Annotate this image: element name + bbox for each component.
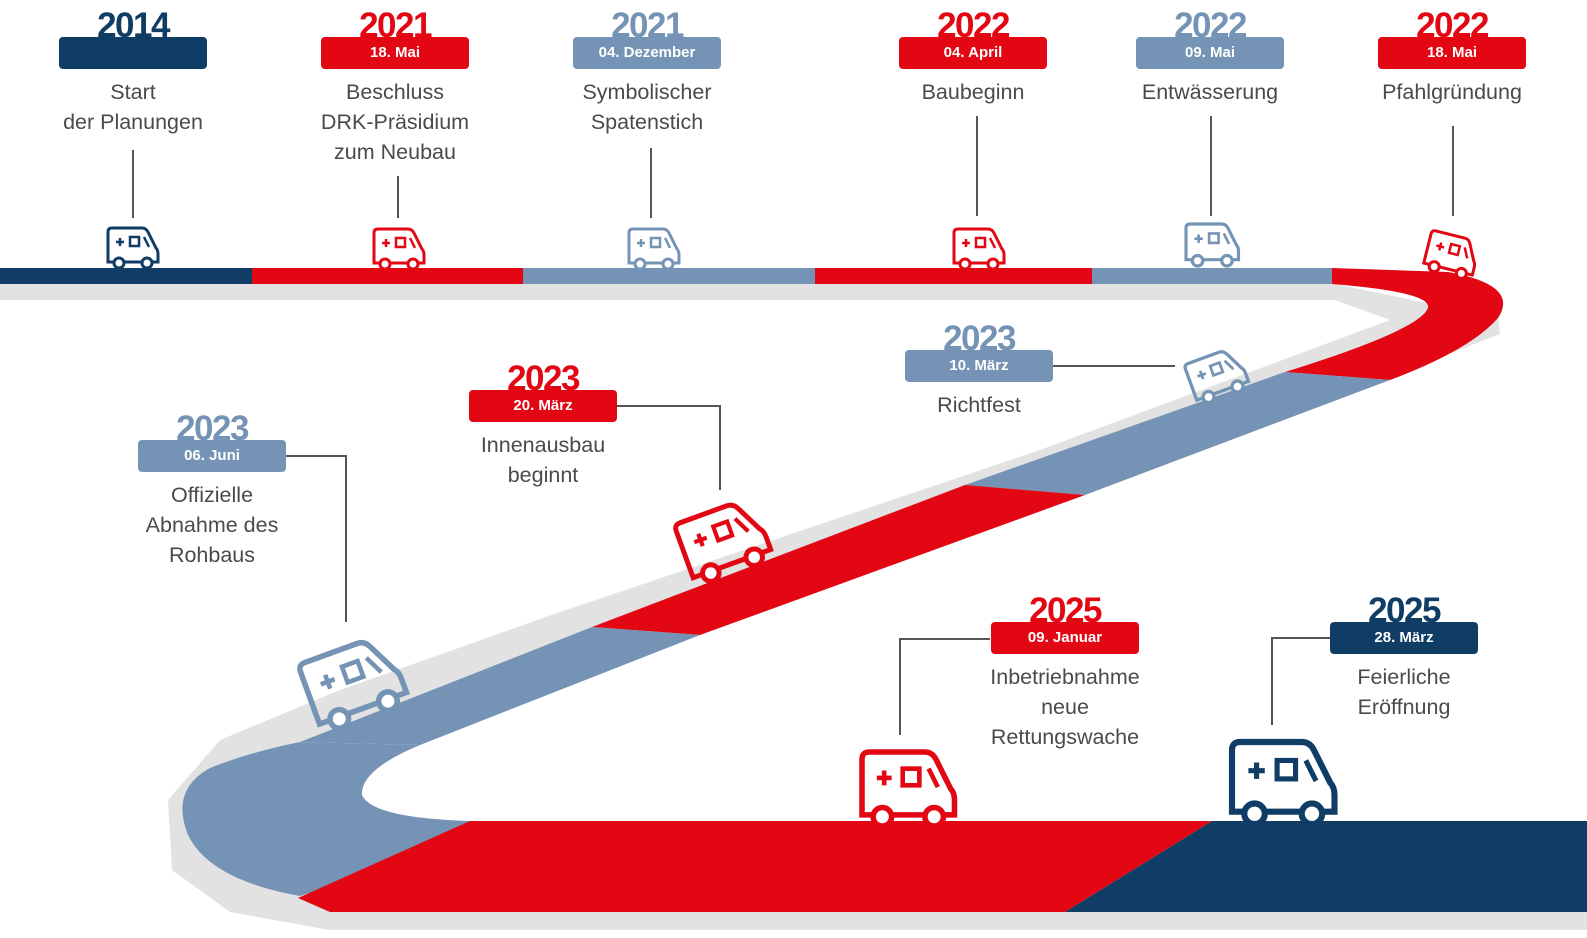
ambulance-icon xyxy=(952,227,1006,271)
road-bottom xyxy=(298,821,1587,912)
description-line: Pfahlgründung xyxy=(1382,80,1522,104)
milestone-date: 18. Mai xyxy=(321,37,469,69)
milestone-date: 28. März xyxy=(1330,622,1478,654)
road-segment xyxy=(1092,268,1332,284)
description-line: zum Neubau xyxy=(334,140,456,164)
road-diagonal xyxy=(300,372,1390,745)
description-line: DRK-Präsidium xyxy=(320,110,470,134)
milestone-date: 09. Mai xyxy=(1136,37,1284,69)
milestone-description: Baubeginn xyxy=(859,77,1087,107)
description-line: der Planungen xyxy=(63,110,203,134)
ambulance-icon xyxy=(862,752,955,826)
road-segment xyxy=(523,268,815,284)
ambulance-icon xyxy=(106,226,160,270)
description-line: Richtfest xyxy=(937,393,1021,417)
milestone-date: 09. Januar xyxy=(991,622,1139,654)
road-segment xyxy=(592,485,1085,635)
milestone-year: 2014 xyxy=(97,6,170,45)
ambulance-icon xyxy=(1232,742,1335,824)
connector-line xyxy=(284,455,347,622)
connector-line xyxy=(615,405,721,490)
description-line: Beschluss xyxy=(346,80,444,104)
description-line: Rohbaus xyxy=(168,543,256,567)
milestone-date: 04. April xyxy=(899,37,1047,69)
milestone-description: Richtfest xyxy=(865,390,1093,420)
milestone-date: 06. Juni xyxy=(138,440,286,472)
description-line: Spatenstich xyxy=(590,110,704,134)
connector-line xyxy=(899,638,990,735)
description-line: Entwässerung xyxy=(1141,80,1279,104)
road-segment xyxy=(1065,821,1587,912)
road-segment xyxy=(300,627,700,745)
road-segment xyxy=(298,821,1212,912)
description-line: Offizielle xyxy=(170,483,254,507)
milestone-description: Entwässerung xyxy=(1096,77,1324,107)
description-line: Baubeginn xyxy=(921,80,1025,104)
description-line: Abnahme des xyxy=(145,513,279,537)
ambulance-icon xyxy=(1184,222,1241,268)
ambulance-icon xyxy=(372,227,426,271)
milestone-date: 20. März xyxy=(469,390,617,422)
road-curve-right xyxy=(1285,268,1504,380)
milestone-date: 10. März xyxy=(905,350,1053,382)
description-line: beginnt xyxy=(507,463,579,487)
description-line: Rettungswache xyxy=(990,725,1140,749)
connector-line xyxy=(1271,637,1330,725)
milestone-description: Pfahlgründung xyxy=(1338,77,1566,107)
description-line: Feierliche xyxy=(1357,665,1451,689)
description-line: Eröffnung xyxy=(1357,695,1451,719)
connector-lines xyxy=(132,116,1454,735)
milestone-description: Innenausbau beginnt xyxy=(429,430,657,490)
description-line: Innenausbau xyxy=(480,433,606,457)
milestone-date xyxy=(59,37,207,69)
road-segment xyxy=(0,268,252,284)
description-line: Symbolischer xyxy=(582,80,712,104)
road-segment xyxy=(252,268,523,284)
milestone-date: 18. Mai xyxy=(1378,37,1526,69)
road-segment xyxy=(965,372,1390,495)
milestone-date: 04. Dezember xyxy=(573,37,721,69)
milestone-description: Start der Planungen xyxy=(19,77,247,137)
road-segment xyxy=(815,268,1092,284)
description-line: Start xyxy=(110,80,156,104)
ambulance-icon xyxy=(627,227,681,271)
description-line: Inbetriebnahme xyxy=(990,665,1140,689)
description-line: neue xyxy=(1041,695,1089,719)
road-top xyxy=(0,268,1332,284)
